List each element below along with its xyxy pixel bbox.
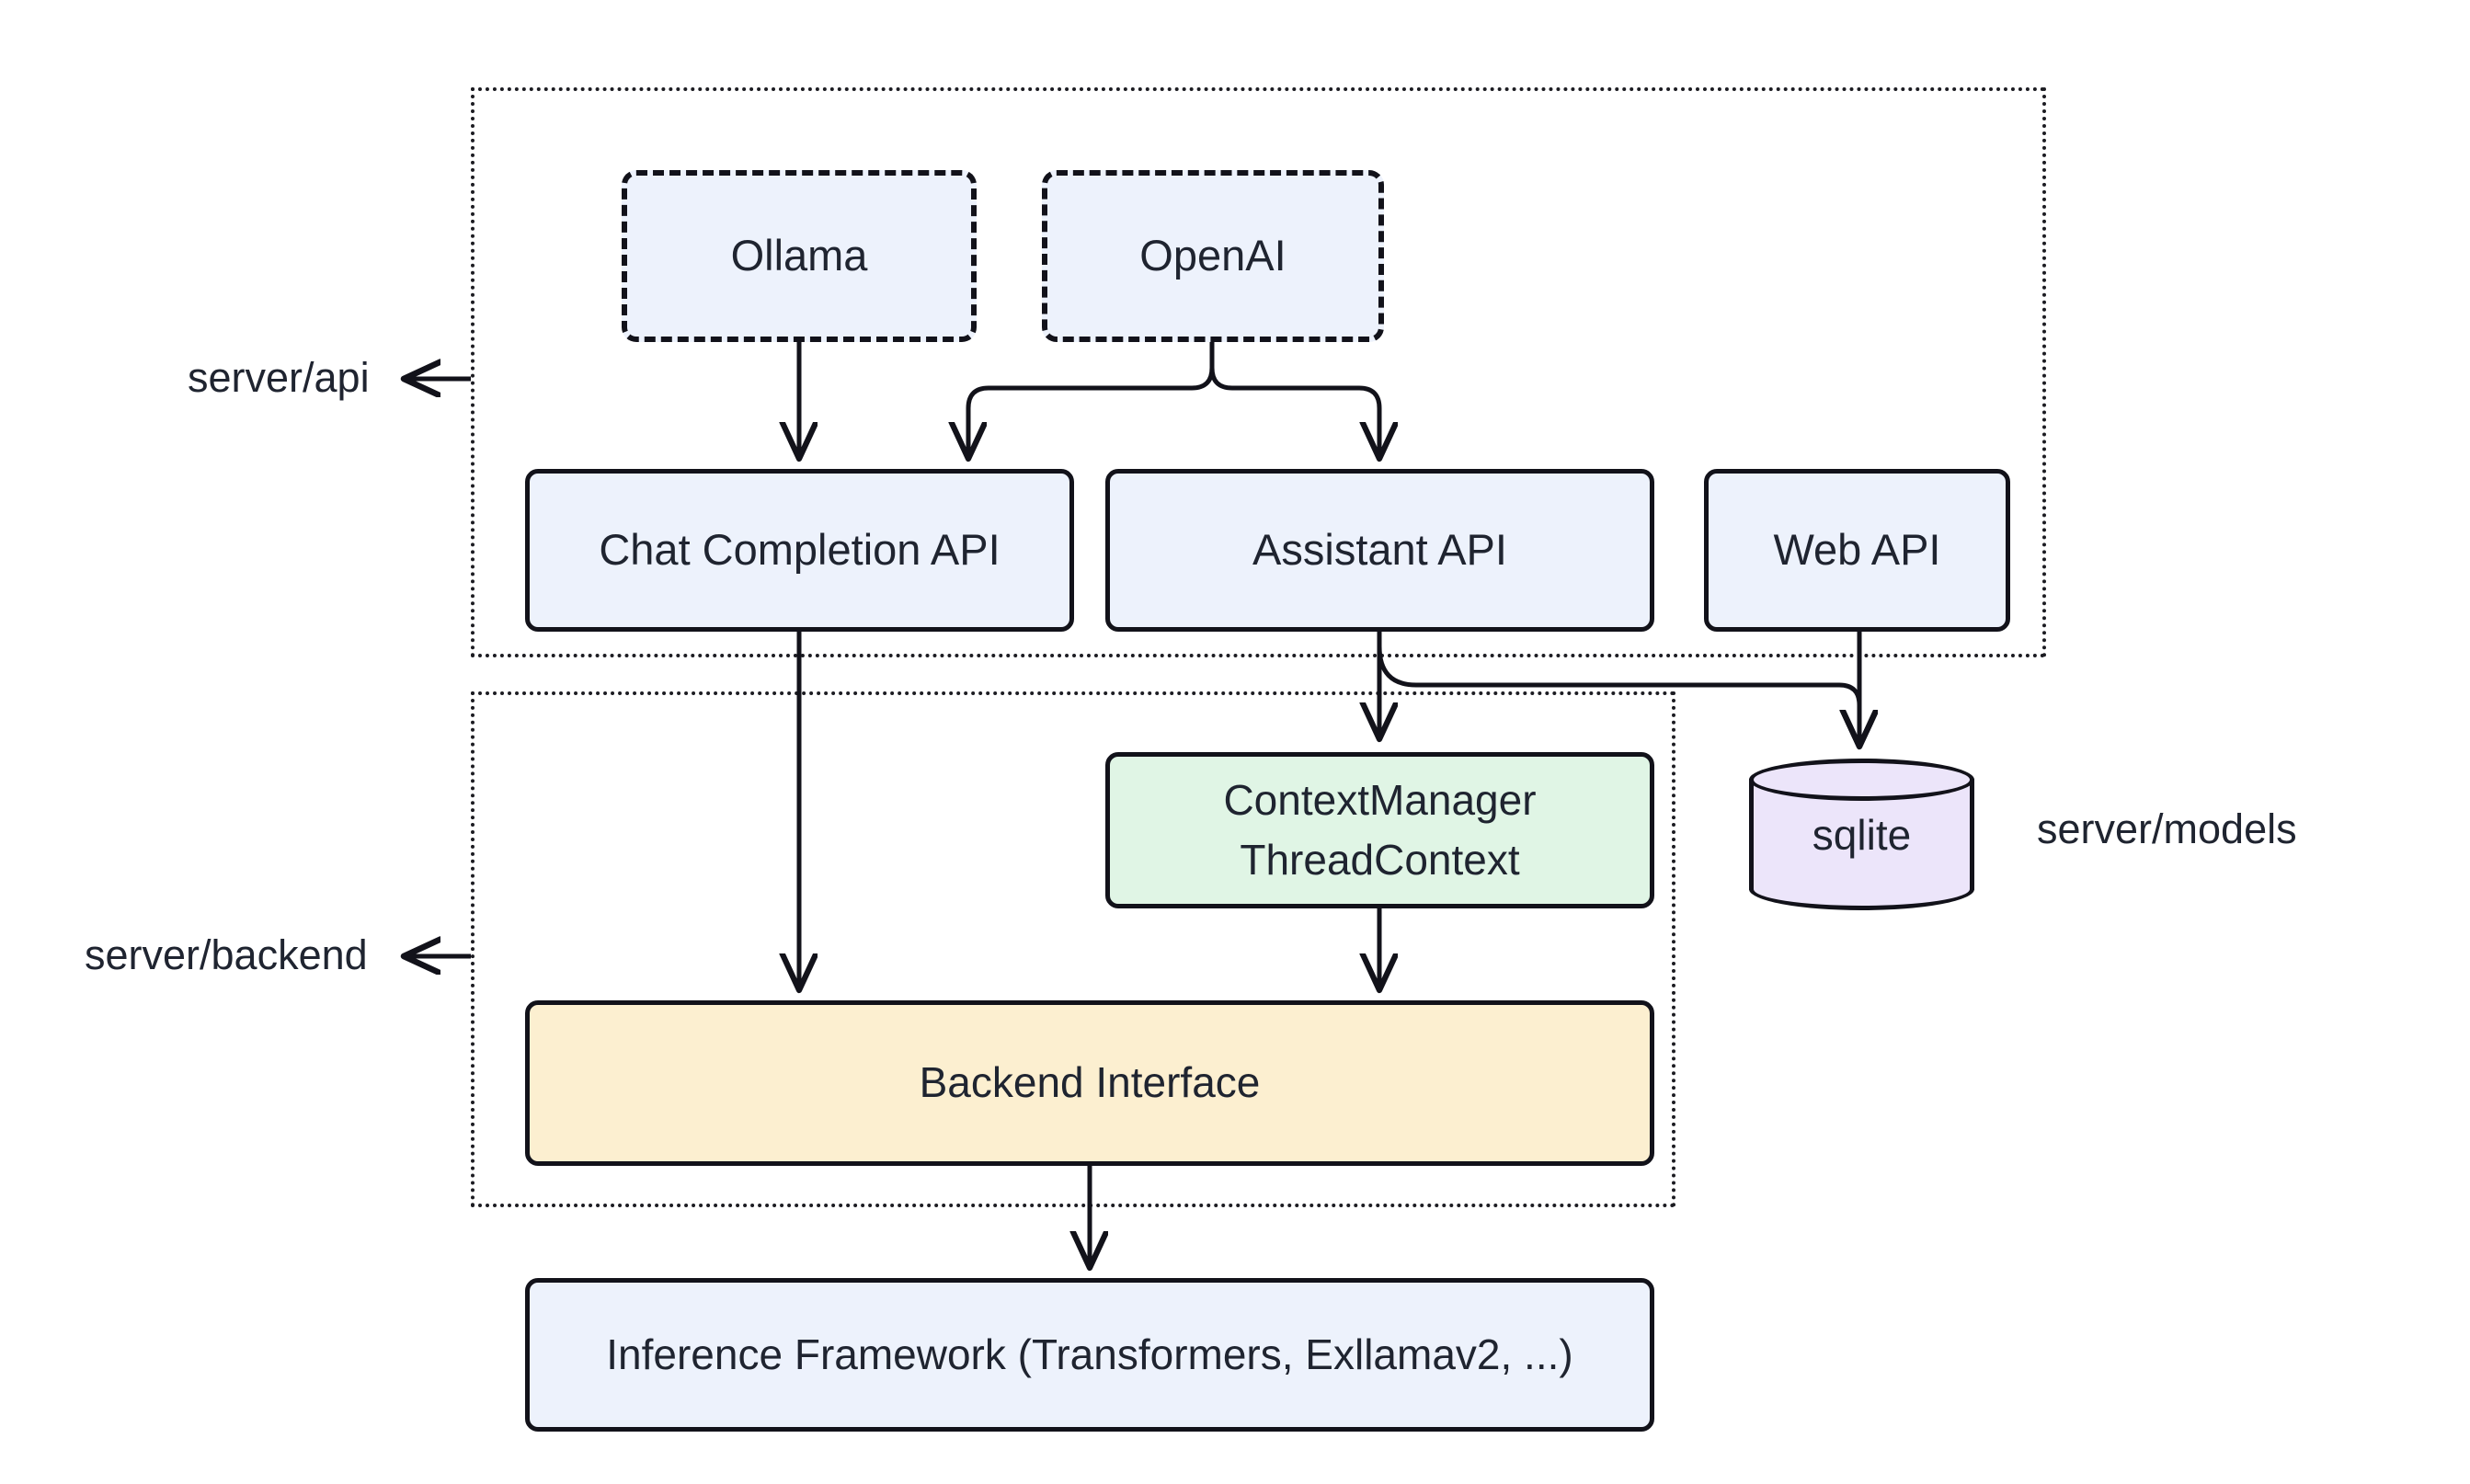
node-context-manager[interactable]: ContextManager ThreadContext — [1105, 752, 1654, 908]
label-server-models: server/models — [2037, 805, 2297, 853]
node-openai[interactable]: OpenAI — [1042, 170, 1384, 342]
node-context-manager-label-line1: ContextManager — [1223, 776, 1537, 824]
node-assistant-api-label: Assistant API — [1252, 525, 1507, 575]
node-inference-framework[interactable]: Inference Framework (Transformers, Exlla… — [525, 1278, 1654, 1432]
node-sqlite-label: sqlite — [1812, 810, 1912, 859]
node-chat-completion-api[interactable]: Chat Completion API — [525, 469, 1074, 632]
node-web-api[interactable]: Web API — [1704, 469, 2010, 632]
node-assistant-api[interactable]: Assistant API — [1105, 469, 1654, 632]
node-inference-framework-label: Inference Framework (Transformers, Exlla… — [606, 1330, 1573, 1378]
sqlite-cylinder-top — [1749, 759, 1974, 801]
node-ollama-label: Ollama — [730, 231, 868, 280]
node-backend-interface[interactable]: Backend Interface — [525, 1000, 1654, 1166]
node-sqlite[interactable]: sqlite — [1749, 759, 1974, 910]
label-server-backend: server/backend — [85, 931, 368, 979]
node-context-manager-label-line2: ThreadContext — [1240, 835, 1520, 884]
group-server-backend — [471, 691, 1675, 1207]
label-server-backend-text: server/backend — [85, 931, 368, 978]
label-server-api: server/api — [188, 354, 370, 402]
label-server-models-text: server/models — [2037, 805, 2297, 852]
node-ollama[interactable]: Ollama — [622, 170, 977, 342]
node-chat-completion-api-label: Chat Completion API — [599, 525, 1001, 575]
node-web-api-label: Web API — [1773, 525, 1941, 575]
node-openai-label: OpenAI — [1139, 231, 1286, 280]
node-backend-interface-label: Backend Interface — [919, 1058, 1261, 1107]
group-server-api — [471, 87, 2046, 657]
label-server-api-text: server/api — [188, 354, 370, 401]
